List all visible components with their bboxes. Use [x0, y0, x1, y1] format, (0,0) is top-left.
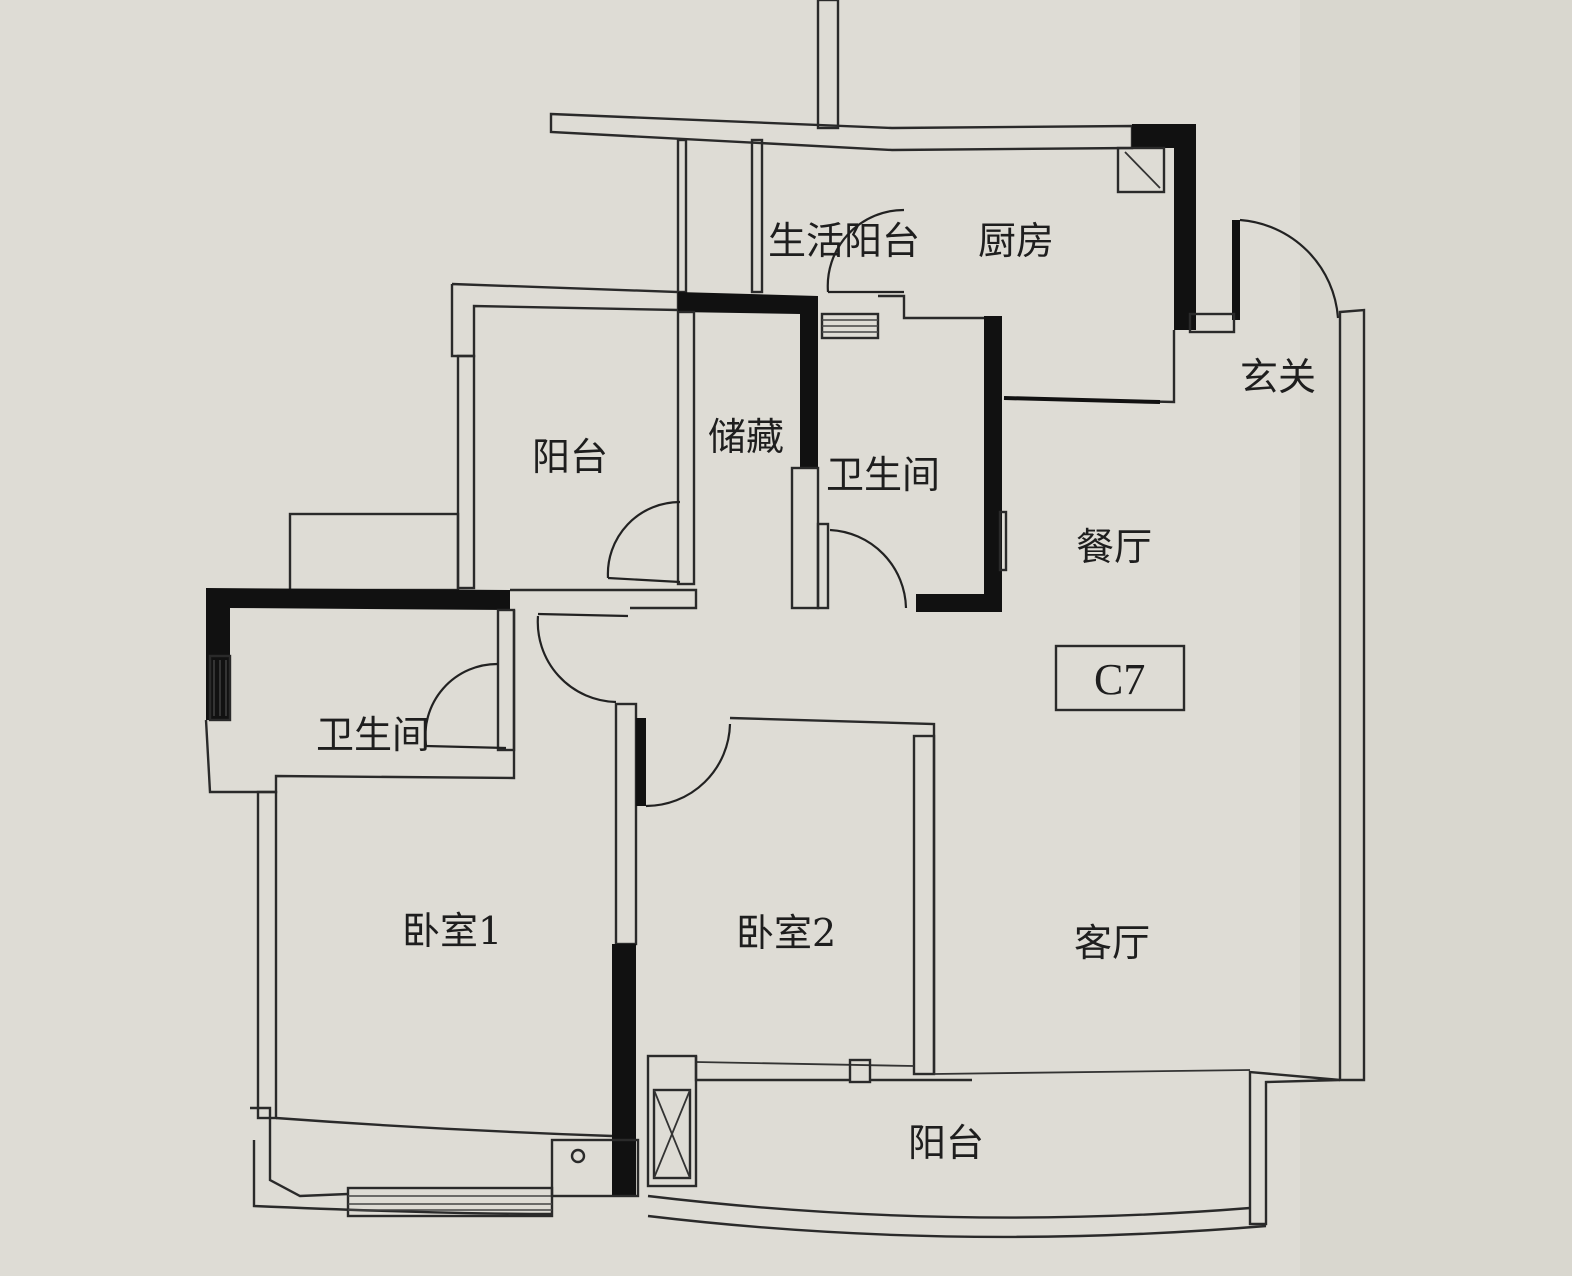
storage-walls: [606, 292, 818, 586]
room-label-balcony-south: 阳台: [908, 1121, 984, 1165]
kitchen-walls: [1003, 124, 1196, 404]
room-label-living-room: 客厅: [1074, 921, 1150, 965]
room-label-bathroom-center: 卫生间: [826, 453, 940, 497]
room-label-bathroom-west: 卫生间: [316, 713, 430, 757]
bedroom-2-door: [636, 716, 936, 1076]
west-bathroom-walls: [204, 588, 698, 794]
south-exterior-wall: [250, 1106, 1267, 1239]
east-exterior-wall: [1248, 308, 1366, 1226]
unit-code-text: C7: [1094, 655, 1145, 704]
living-balcony-door: [820, 208, 986, 340]
room-label-living-balcony: 生活阳台: [768, 219, 920, 263]
room-label-kitchen: 厨房: [978, 219, 1054, 263]
room-label-bedroom-2: 卧室2: [736, 911, 836, 955]
room-label-bedroom-1: 卧室1: [402, 909, 502, 953]
room-label-balcony-north: 阳台: [532, 435, 608, 479]
pipe-shaft: [816, 0, 840, 130]
central-bathroom-walls: [790, 316, 1008, 612]
room-label-storage: 储藏: [708, 415, 784, 459]
unit-code-tag: [1054, 644, 1186, 712]
room-label-entrance: 玄关: [1240, 355, 1316, 399]
entrance-door: [1188, 218, 1340, 334]
duct-shaft: [646, 1054, 698, 1188]
room-label-dining-room: 餐厅: [1076, 525, 1152, 569]
bedroom-1-walls: [256, 790, 636, 1196]
bedroom-1-door: [536, 612, 638, 946]
living-balcony-structure: [676, 138, 764, 294]
